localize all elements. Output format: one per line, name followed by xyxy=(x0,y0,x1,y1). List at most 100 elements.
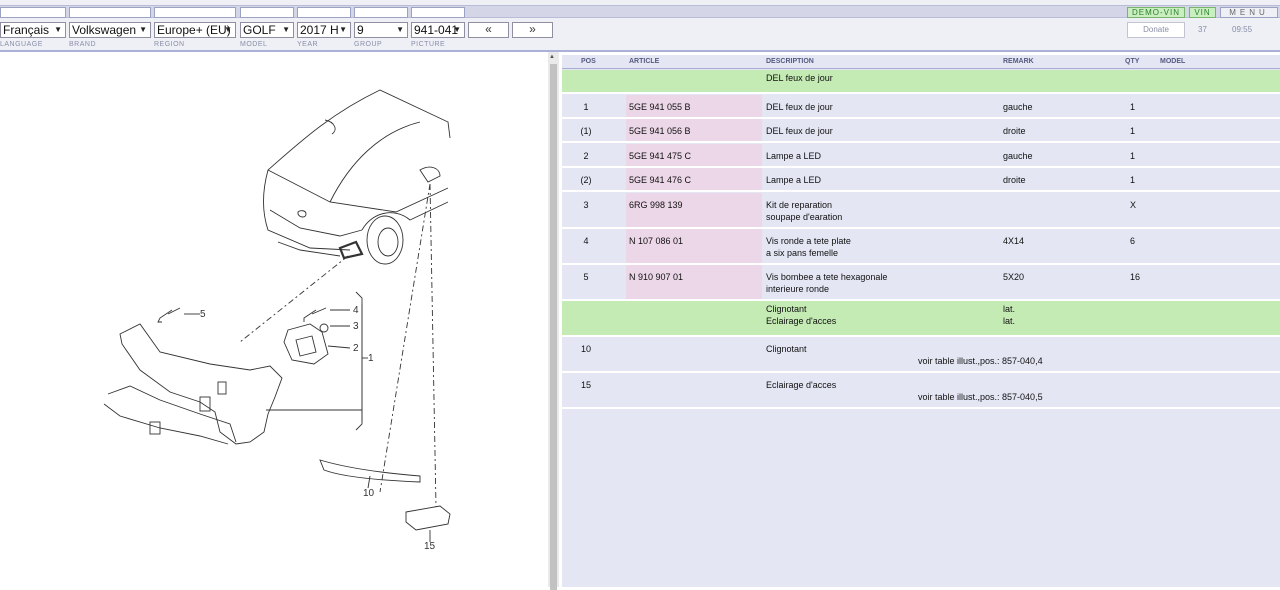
frame-slot-2 xyxy=(217,381,227,395)
top-toolbar: DEMO-VIN VIN MENU Français▼ Volkswagen▼ … xyxy=(0,0,1280,52)
row-article[interactable]: N 910 907 01 xyxy=(629,272,684,282)
row-pos: 15 xyxy=(580,380,591,390)
callout-4[interactable]: 4 xyxy=(353,305,359,316)
row-qty: 6 xyxy=(1130,236,1136,246)
table-row[interactable]: 1 5GE 941 055 B DEL feux de jour gauche … xyxy=(562,95,1280,119)
header-description: DESCRIPTION xyxy=(766,58,814,65)
header-qty: QTY xyxy=(1125,58,1140,65)
row-description: Kit de reparation xyxy=(766,200,833,210)
row-article[interactable]: 5GE 941 056 B xyxy=(629,126,691,136)
tab-slot-region[interactable] xyxy=(154,7,236,18)
row-pos: 5 xyxy=(583,272,589,282)
label-group: GROUP xyxy=(354,41,383,48)
tab-slot-brand[interactable] xyxy=(69,7,151,18)
car-mirror-left xyxy=(324,119,336,135)
chevron-down-icon: ▼ xyxy=(396,25,404,34)
table-row[interactable]: (1) 5GE 941 056 B DEL feux de jour droit… xyxy=(562,119,1280,143)
frame-slot xyxy=(199,396,211,412)
header-model: MODEL xyxy=(1160,58,1186,65)
clock-time: 09:55 xyxy=(1232,25,1253,34)
row-article[interactable]: 5GE 941 475 C xyxy=(629,151,692,161)
vin-button[interactable]: VIN xyxy=(1189,7,1216,18)
table-row[interactable]: (2) 5GE 941 476 C Lampe a LED droite 1 xyxy=(562,168,1280,192)
illustration-scrollbar[interactable]: ▲ xyxy=(548,52,559,590)
brand-select[interactable]: Volkswagen▼ xyxy=(69,22,151,38)
row-article[interactable]: 5GE 941 055 B xyxy=(629,102,691,112)
row-description: Eclairage d'acces xyxy=(766,380,837,390)
callout-line-10 xyxy=(367,475,371,489)
tab-slot-language[interactable] xyxy=(0,7,66,18)
row-description-line2: a six pans femelle xyxy=(766,248,839,258)
scrollbar-thumb[interactable] xyxy=(550,64,557,590)
article-cell-bg xyxy=(626,193,762,227)
parts-table: POS ARTICLE DESCRIPTION REMARK QTY MODEL… xyxy=(562,55,1280,587)
callout-1[interactable]: 1 xyxy=(368,353,374,364)
exploded-view-drawing: 5 4 3 2 1 10 15 xyxy=(103,89,451,552)
region-select[interactable]: Europe+ (EU)▼ xyxy=(154,22,236,38)
row-description: DEL feux de jour xyxy=(766,73,833,83)
menu-button[interactable]: MENU xyxy=(1220,7,1278,18)
led-lamp-part xyxy=(283,323,329,365)
table-row[interactable]: 15 Eclairage d'acces voir table illust.,… xyxy=(562,373,1280,409)
callout-10[interactable]: 10 xyxy=(363,488,375,499)
table-row[interactable]: 3 6RG 998 139 Kit de reparation soupape … xyxy=(562,193,1280,229)
lower-trim-edge xyxy=(103,403,229,445)
car-roof-line xyxy=(267,89,451,171)
row-pos: 3 xyxy=(583,200,589,210)
next-picture-button[interactable]: » xyxy=(512,22,553,38)
row-description-line2: voir table illust.,pos.: 857-040,5 xyxy=(918,392,1043,402)
label-picture: PICTURE xyxy=(411,41,446,48)
callout-15[interactable]: 15 xyxy=(424,541,436,552)
group-select[interactable]: 9▼ xyxy=(354,22,408,38)
row-description: Lampe a LED xyxy=(766,175,822,185)
row-remark: lat. xyxy=(1003,304,1016,314)
chevron-down-icon: ▼ xyxy=(339,25,347,34)
tab-slot-picture[interactable] xyxy=(411,7,465,18)
counter-value: 37 xyxy=(1198,25,1207,34)
row-description: Vis bombee a tete hexagonale xyxy=(766,272,888,282)
donate-button[interactable]: Donate xyxy=(1127,22,1185,38)
article-cell-bg xyxy=(626,168,762,190)
table-row[interactable]: 2 5GE 941 475 C Lampe a LED gauche 1 xyxy=(562,144,1280,168)
table-row[interactable]: 10 Clignotant voir table illust.,pos.: 8… xyxy=(562,337,1280,373)
car-front-wheel-hub xyxy=(377,227,399,257)
prev-picture-button[interactable]: « xyxy=(468,22,509,38)
article-cell-bg xyxy=(626,265,762,299)
language-select[interactable]: Français▼ xyxy=(0,22,66,38)
row-article[interactable]: 6RG 998 139 xyxy=(629,200,683,210)
toolbar-divider xyxy=(0,50,1280,52)
screw-5 xyxy=(157,307,181,323)
row-remark: droite xyxy=(1003,126,1026,136)
row-qty: 1 xyxy=(1130,102,1136,112)
year-select[interactable]: 2017 H▼ xyxy=(297,22,351,38)
label-brand: BRAND xyxy=(69,41,97,48)
scroll-up-icon[interactable]: ▲ xyxy=(549,54,555,60)
parts-illustration[interactable]: 5 4 3 2 1 10 15 xyxy=(0,52,548,587)
row-pos: (1) xyxy=(580,126,592,136)
leader-line-drl xyxy=(239,255,349,343)
row-description-line2: interieure ronde xyxy=(766,284,830,294)
table-row[interactable]: Clignotant Eclairage d'acces lat. lat. xyxy=(562,301,1280,337)
article-cell-bg xyxy=(626,95,762,117)
callout-5[interactable]: 5 xyxy=(200,309,206,320)
row-description: Clignotant xyxy=(766,344,807,354)
row-article[interactable]: 5GE 941 476 C xyxy=(629,175,692,185)
callout-3[interactable]: 3 xyxy=(353,321,359,332)
article-cell-bg xyxy=(626,229,762,263)
table-row[interactable]: 5 N 910 907 01 Vis bombee a tete hexagon… xyxy=(562,265,1280,301)
callout-2[interactable]: 2 xyxy=(353,343,359,354)
header-article: ARTICLE xyxy=(629,58,660,65)
tab-slot-year[interactable] xyxy=(297,7,351,18)
screw-4 xyxy=(303,307,327,322)
row-article[interactable]: N 107 086 01 xyxy=(629,236,684,246)
table-row[interactable]: DEL feux de jour xyxy=(562,70,1280,94)
row-description-line2: soupape d'earation xyxy=(766,212,843,222)
picture-select[interactable]: 941-041▼ xyxy=(411,22,465,38)
tab-slot-group[interactable] xyxy=(354,7,408,18)
row-remark: droite xyxy=(1003,175,1026,185)
table-row[interactable]: 4 N 107 086 01 Vis ronde a tete plate a … xyxy=(562,229,1280,265)
row-qty: 1 xyxy=(1130,151,1136,161)
model-select[interactable]: GOLF▼ xyxy=(240,22,294,38)
tab-slot-model[interactable] xyxy=(240,7,294,18)
demo-vin-button[interactable]: DEMO-VIN xyxy=(1127,7,1185,18)
